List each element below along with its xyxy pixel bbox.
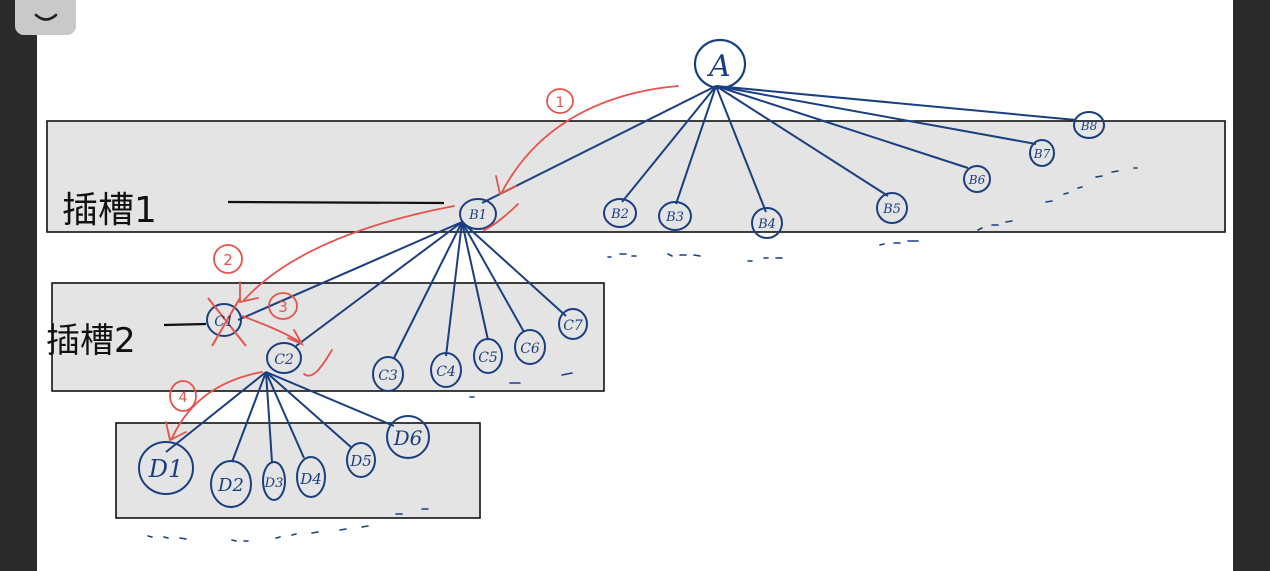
step-arrows	[165, 85, 679, 442]
node-B1-label: B1	[468, 208, 487, 223]
node-B6-label: B6	[968, 173, 986, 187]
node-B7-label: B7	[1033, 147, 1051, 161]
node-C4-label: C4	[436, 364, 456, 380]
edges-b1-c	[237, 221, 567, 359]
slot-1-pointer-line	[227, 200, 445, 205]
chevron-down-icon	[34, 13, 57, 21]
collapse-button[interactable]	[15, 0, 76, 35]
node-B4-label: B4	[757, 217, 776, 232]
node-C5-label: C5	[478, 350, 498, 366]
edges-c2-d	[165, 371, 395, 463]
slot-1-label: 插槽1	[62, 190, 157, 231]
node-D4-label: D4	[299, 470, 322, 488]
step-badge-2: 2	[213, 244, 243, 274]
node-C1-label: C1	[214, 314, 234, 330]
node-B8-label: B8	[1080, 119, 1098, 133]
svg-text:2: 2	[223, 251, 233, 269]
node-B2-label: B2	[610, 207, 629, 222]
node-C7-label: C7	[563, 318, 583, 334]
c1-cross-out	[207, 297, 247, 347]
node-D3-label: D3	[264, 476, 284, 491]
svg-text:1: 1	[556, 95, 565, 111]
node-D2-label: D2	[217, 475, 244, 496]
slot-2-label: 插槽2	[46, 321, 136, 361]
step-badge-1: 1	[546, 88, 574, 114]
node-A: A	[693, 38, 747, 90]
slot-2-pointer-line	[163, 322, 207, 327]
svg-text:3: 3	[278, 298, 288, 316]
node-B5-label: B5	[882, 202, 901, 217]
edges-a-b	[481, 85, 1077, 213]
slot-2-box	[51, 282, 605, 392]
node-D6-label: D6	[393, 426, 423, 450]
step-badge-4: 4	[169, 380, 197, 412]
labels-level-c: C1 C2 C3 C4 C5 C6 C7	[214, 314, 583, 384]
nodes-level-b	[459, 111, 1105, 239]
labels-level-b: B1 B2 B3 B4 B5 B6 B7 B8	[468, 119, 1098, 232]
nodes-level-c	[206, 303, 588, 392]
node-C2-label: C2	[274, 352, 294, 368]
node-D5-label: D5	[349, 452, 372, 470]
nodes-level-d	[138, 415, 430, 508]
labels-level-d: D1 D2 D3 D4 D5 D6	[148, 426, 423, 496]
svg-text:A: A	[706, 49, 731, 84]
node-D1-label: D1	[148, 455, 184, 483]
node-C6-label: C6	[520, 341, 540, 357]
node-B3-label: B3	[665, 210, 684, 225]
svg-text:4: 4	[179, 390, 188, 406]
node-C3-label: C3	[378, 368, 398, 384]
continuation-marks	[147, 167, 1138, 542]
step-badge-3: 3	[268, 292, 298, 320]
